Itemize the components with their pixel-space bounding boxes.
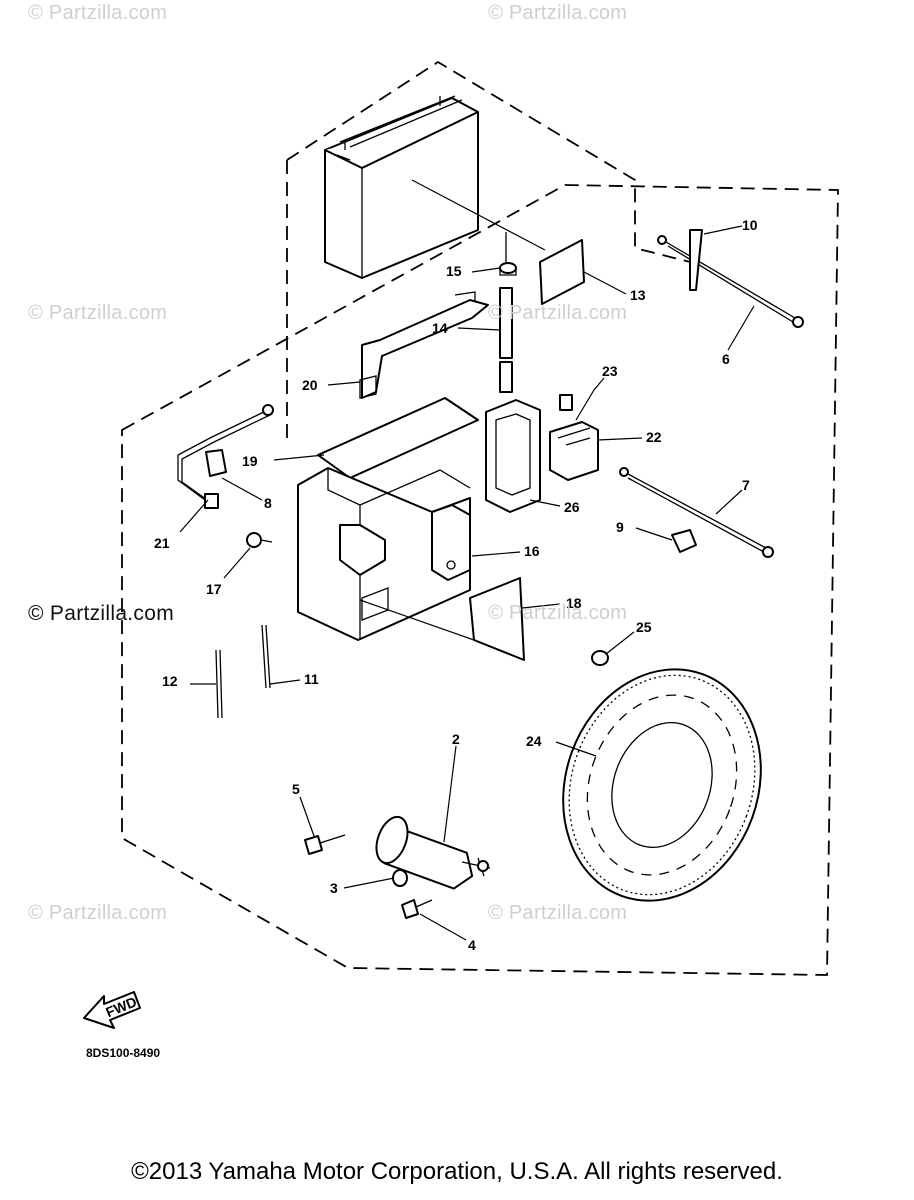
nut-3 <box>392 869 408 887</box>
battery-cable-negative <box>657 229 804 328</box>
battery-pad <box>411 179 585 305</box>
callout-12: 12 <box>162 673 178 689</box>
watermark: © Partzilla.com <box>28 302 168 324</box>
callout-18: 18 <box>566 595 582 611</box>
watermark: © Partzilla.com <box>488 302 628 324</box>
battery <box>324 95 479 279</box>
callout-5: 5 <box>292 781 300 797</box>
battery-group-boundary <box>286 60 691 263</box>
watermark: © Partzilla.com <box>28 2 168 24</box>
callout-8: 8 <box>264 495 272 511</box>
watermark: © Partzilla.com <box>28 602 175 625</box>
starter-motor <box>375 815 491 890</box>
callout-26: 26 <box>564 499 580 515</box>
battery-cable-positive <box>177 404 274 509</box>
callout-6: 6 <box>722 351 730 367</box>
callout-2: 2 <box>452 731 460 747</box>
watermark: © Partzilla.com <box>28 902 168 924</box>
watermark: © Partzilla.com <box>488 2 628 24</box>
callout-11: 11 <box>304 671 319 687</box>
battery-band <box>359 291 489 399</box>
cable-tie-12 <box>215 649 223 719</box>
callout-21: 21 <box>154 535 170 551</box>
relay-holder <box>485 399 541 513</box>
callout-7: 7 <box>742 477 750 493</box>
assembly-boundary <box>121 184 839 976</box>
battery-plate <box>359 577 525 661</box>
callout-15: 15 <box>446 263 462 279</box>
callout-14: 14 <box>432 320 448 336</box>
watermark: © Partzilla.com <box>488 602 628 624</box>
callout-16: 16 <box>524 543 540 559</box>
starter-relay <box>549 394 599 481</box>
callout-13: 13 <box>630 287 646 303</box>
callout-4: 4 <box>468 937 476 953</box>
bolt-25 <box>591 650 609 666</box>
callout-9: 9 <box>616 519 624 535</box>
starter-gear <box>562 668 762 902</box>
cable-clamp <box>671 529 697 553</box>
breather-hose <box>499 232 513 393</box>
leader-lines <box>179 225 755 941</box>
callout-23: 23 <box>602 363 618 379</box>
bolt-4 <box>401 899 433 919</box>
callout-22: 22 <box>646 429 662 445</box>
starter-cable <box>619 467 774 558</box>
callout-25: 25 <box>636 619 652 635</box>
fwd-arrow-icon: FWD <box>83 991 141 1029</box>
callout-17: 17 <box>206 581 222 597</box>
battery-box <box>297 467 471 641</box>
cable-tie-11 <box>261 624 271 689</box>
callout-19: 19 <box>242 453 258 469</box>
callout-3: 3 <box>330 880 338 896</box>
watermark: © Partzilla.com <box>488 902 628 924</box>
callout-10: 10 <box>742 217 758 233</box>
diagram-code: 8DS100-8490 <box>86 1046 161 1060</box>
copyright-notice: ©2013 Yamaha Motor Corporation, U.S.A. A… <box>131 1158 783 1185</box>
battery-sheet <box>317 397 479 479</box>
callout-24: 24 <box>526 733 542 749</box>
bolt-17 <box>246 532 273 548</box>
bolt-5 <box>304 834 346 855</box>
breather-cap <box>499 262 517 276</box>
callout-20: 20 <box>302 377 318 393</box>
